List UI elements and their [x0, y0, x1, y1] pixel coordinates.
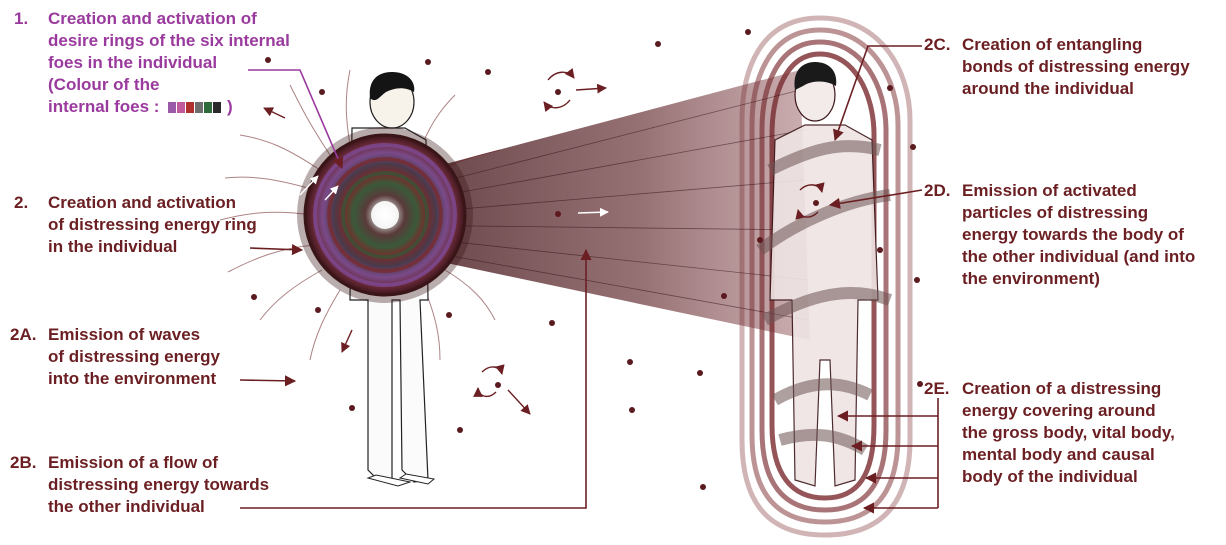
label-2d-line: Emission of activated [962, 180, 1226, 202]
label-2b-line: Emission of a flow of [48, 452, 328, 474]
label-2d-line: the other individual (and into [962, 246, 1226, 268]
label-2b-line: the other individual [48, 496, 328, 518]
label-1-line: desire rings of the six internal [48, 30, 368, 52]
label-2c-line: around the individual [962, 78, 1226, 100]
label-2-number: 2. [14, 192, 28, 214]
label-2b-line: distressing energy towards [48, 474, 328, 496]
label-2d-line: the environment) [962, 268, 1226, 290]
foe-colour-swatch [195, 102, 203, 113]
label-1-line: foes in the individual [48, 52, 368, 74]
foe-colour-swatch [177, 102, 185, 113]
label-1: 1. Creation and activation of desire rin… [14, 8, 368, 118]
foe-colour-swatch [213, 102, 221, 113]
foe-colour-swatch [168, 102, 176, 113]
label-2: 2. Creation and activation of distressin… [14, 192, 298, 258]
foe-colour-swatch [204, 102, 212, 113]
label-2e-line: the gross body, vital body, [962, 422, 1226, 444]
label-1-line: (Colour of the [48, 74, 368, 96]
label-2e-line: body of the individual [962, 466, 1226, 488]
label-1-number: 1. [14, 8, 28, 30]
label-2-line: Creation and activation [48, 192, 298, 214]
internal-foe-colour-swatches [168, 97, 227, 116]
label-2-line: in the individual [48, 236, 298, 258]
label-2d: 2D. Emission of activated particles of d… [924, 180, 1226, 290]
label-2c-number: 2C. [924, 34, 950, 56]
label-2a-line: of distressing energy [48, 346, 288, 368]
label-1-last-prefix: internal foes : [48, 97, 159, 116]
label-2d-line: particles of distressing [962, 202, 1226, 224]
label-1-last-suffix: ) [227, 97, 233, 116]
label-2e: 2E. Creation of a distressing energy cov… [924, 378, 1226, 488]
label-2a-line: into the environment [48, 368, 288, 390]
label-2e-line: energy covering around [962, 400, 1226, 422]
label-1-last-line: internal foes : ) [48, 96, 368, 118]
label-2c: 2C. Creation of entangling bonds of dist… [924, 34, 1226, 100]
label-2c-line: Creation of entangling [962, 34, 1226, 56]
label-2e-number: 2E. [924, 378, 950, 400]
label-2d-number: 2D. [924, 180, 950, 202]
distressing-energy-ring [297, 127, 473, 303]
label-1-line: Creation and activation of [48, 8, 368, 30]
label-2e-line: Creation of a distressing [962, 378, 1226, 400]
label-2b-number: 2B. [10, 452, 36, 474]
label-2d-line: energy towards the body of [962, 224, 1226, 246]
label-2a-line: Emission of waves [48, 324, 288, 346]
label-2a-number: 2A. [10, 324, 36, 346]
label-2c-line: bonds of distressing energy [962, 56, 1226, 78]
label-2-line: of distressing energy ring [48, 214, 298, 236]
foe-colour-swatch [186, 102, 194, 113]
label-2e-line: mental body and causal [962, 444, 1226, 466]
label-2a: 2A. Emission of waves of distressing ene… [10, 324, 288, 390]
label-2b: 2B. Emission of a flow of distressing en… [10, 452, 328, 518]
